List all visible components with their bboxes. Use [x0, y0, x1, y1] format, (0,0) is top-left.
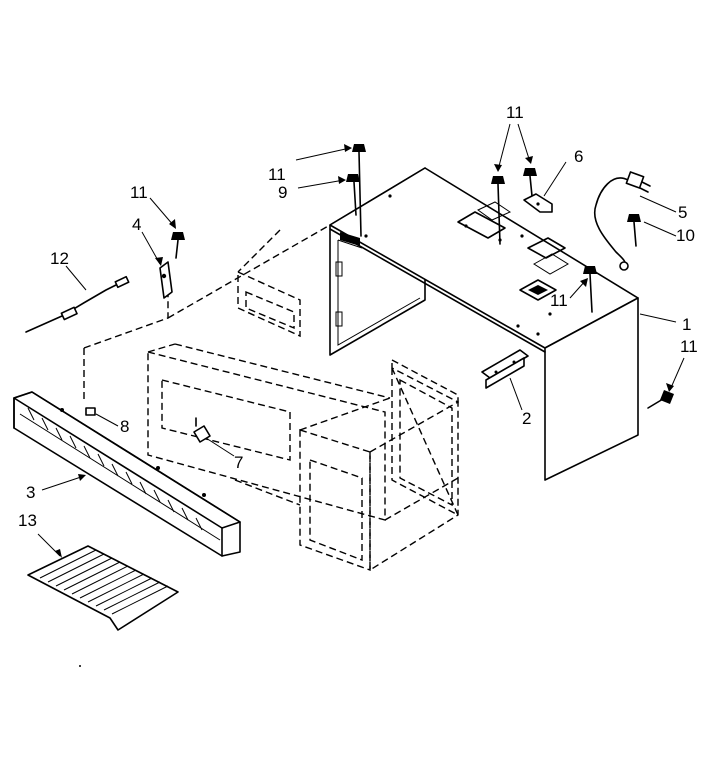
screw-top-left-1: [352, 144, 366, 237]
mounting-screws: [171, 144, 674, 409]
callout-11-top-right: 11: [506, 103, 524, 122]
inner-cavity-frames: [83, 224, 460, 572]
callout-2: 2: [522, 409, 531, 428]
callout-8: 8: [120, 417, 129, 436]
screw-right-top: [583, 266, 597, 313]
screw-top-right-1: [491, 176, 505, 245]
callout-1: 1: [682, 315, 691, 334]
mounting-bracket: [481, 349, 529, 389]
callout-labels: 1 2 3 4 5 6 7 8 9 10 11 11 11 11 11 12 1…: [18, 103, 698, 530]
leader-lines: [37, 123, 685, 558]
callout-9: 9: [278, 183, 287, 202]
callout-6: 6: [574, 147, 583, 166]
screw-top-right-2: [523, 168, 537, 197]
callout-7: 7: [234, 453, 243, 472]
speck: [79, 665, 81, 667]
callout-4: 4: [132, 215, 141, 234]
callout-3: 3: [26, 483, 35, 502]
callout-11-right: 11: [550, 291, 568, 310]
screw-cord: [627, 214, 641, 247]
screw-hinge: [171, 232, 185, 259]
outer-cabinet: [329, 167, 639, 481]
door-switch: [193, 417, 211, 443]
callout-11-top-left: 11: [268, 165, 286, 184]
power-cord: [593, 171, 651, 271]
callout-5: 5: [678, 203, 687, 222]
hinge-bracket: [159, 261, 173, 299]
grease-filter: [27, 545, 179, 631]
screw-top-left-2: [346, 174, 360, 216]
callout-11-hinge: 11: [130, 183, 148, 202]
callout-13: 13: [18, 511, 37, 530]
callout-10: 10: [676, 226, 695, 245]
callout-11-side: 11: [680, 337, 698, 356]
screw-side: [647, 390, 674, 409]
vent-grille: [13, 391, 241, 557]
callout-12: 12: [50, 249, 69, 268]
wire-harness: [25, 275, 130, 333]
